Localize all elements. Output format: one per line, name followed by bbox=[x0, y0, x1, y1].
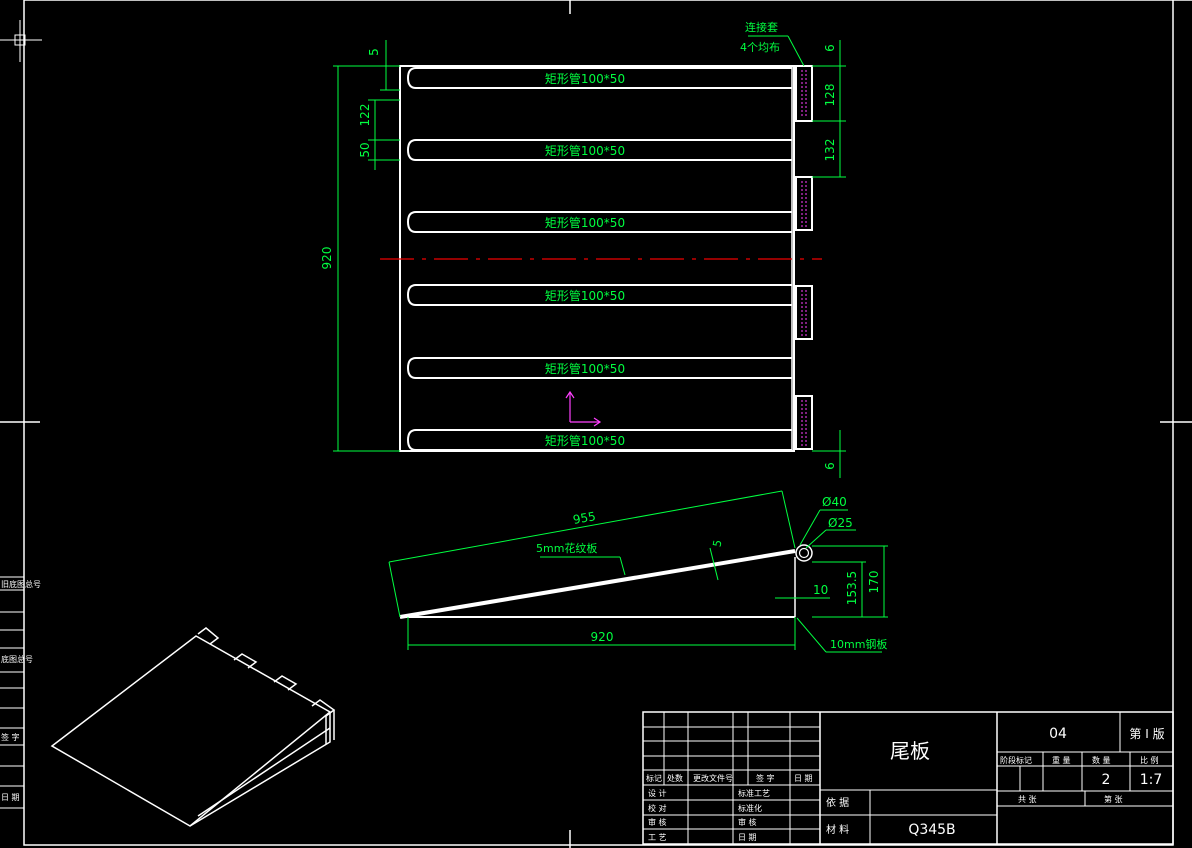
crosshair-cursor-icon bbox=[0, 20, 42, 62]
tube-label-5: 矩形管100*50 bbox=[545, 361, 625, 376]
dim-plate-thk: 5 bbox=[711, 539, 725, 548]
tb-material-label: 材 料 bbox=[826, 823, 849, 836]
side-view: 955 5mm花纹板 5 Ø40 Ø25 10 153.5 170 920 10… bbox=[388, 490, 888, 653]
side-label-3: 日 期 bbox=[1, 793, 20, 802]
side-label-2: 签 字 bbox=[1, 732, 20, 742]
dim-top-gap: 5 bbox=[367, 48, 381, 56]
hinge-pipe-inner bbox=[798, 547, 810, 559]
tube-6 bbox=[406, 429, 792, 451]
tb-c-qty: 数 量 bbox=[1092, 755, 1111, 765]
top-view: 矩形管100*50 矩形管100*50 矩形管100*50 矩形管100*50 矩形管1… bbox=[320, 21, 846, 478]
side-view-dim-text: 955 5mm花纹板 5 Ø40 Ø25 10 153.5 170 920 10… bbox=[536, 495, 887, 651]
tb-h-mark: 标记 bbox=[646, 773, 662, 783]
sheet-version: 第 I 版 bbox=[1129, 727, 1164, 741]
tube-2 bbox=[406, 139, 792, 161]
tube-5 bbox=[406, 357, 792, 379]
hinge-note-1: 连接套 bbox=[745, 21, 778, 34]
tube-label-6: 矩形管100*50 bbox=[545, 433, 625, 448]
title-block bbox=[642, 711, 1174, 845]
top-view-dim-text: 5 122 50 920 6 128 132 6 连接套 4个均布 bbox=[320, 21, 837, 470]
dim-tube-w: 50 bbox=[358, 142, 372, 157]
tb-r-review: 审 核 bbox=[648, 817, 667, 827]
scale-value: 1:7 bbox=[1140, 772, 1163, 788]
title-block-main-text: 尾板 04 第 I 版 Q345B 2 1:7 bbox=[890, 726, 1165, 838]
hinge-2 bbox=[795, 176, 813, 231]
material-value: Q345B bbox=[908, 822, 955, 838]
tube-1 bbox=[406, 67, 792, 89]
tb-r-craft: 标准工艺 bbox=[738, 788, 770, 798]
tb-f-total: 共 张 bbox=[1018, 795, 1037, 804]
part-name: 尾板 bbox=[890, 739, 930, 763]
tube-3 bbox=[406, 211, 792, 233]
dim-hinge-space: 132 bbox=[823, 139, 837, 162]
hinge-3 bbox=[795, 285, 813, 340]
side-label-0: 旧底图总号 bbox=[1, 579, 41, 589]
plate-note: 5mm花纹板 bbox=[536, 541, 597, 555]
tube-group: 矩形管100*50 矩形管100*50 矩形管100*50 矩形管100*50 矩形管1… bbox=[406, 67, 792, 451]
dim-h1: 153.5 bbox=[845, 571, 859, 605]
tb-r-date: 日 期 bbox=[738, 833, 757, 842]
dim-pitch: 122 bbox=[358, 104, 372, 127]
hinge-group bbox=[795, 65, 813, 450]
side-stamp-labels: 旧底图总号 底图总号 签 字 日 期 bbox=[1, 579, 41, 802]
tb-h-change: 更改文件号 bbox=[693, 773, 733, 783]
hinge-pipe-outer bbox=[795, 544, 813, 562]
side-view-dims bbox=[388, 490, 888, 653]
tb-h-count: 处数 bbox=[667, 773, 683, 783]
drawing-no: 04 bbox=[1049, 726, 1067, 742]
tb-r-check: 校 对 bbox=[648, 803, 667, 813]
dim-hinge-len: 128 bbox=[823, 84, 837, 107]
hinge-4 bbox=[795, 395, 813, 450]
dim-pipe-outer: Ø40 bbox=[822, 495, 847, 509]
dim-slope-len: 955 bbox=[572, 509, 597, 527]
tube-label-4: 矩形管100*50 bbox=[545, 288, 625, 303]
tb-h-date: 日 期 bbox=[794, 774, 813, 783]
dim-side-thk: 10 bbox=[813, 583, 828, 597]
isometric-view bbox=[50, 627, 336, 827]
dim-base-len: 920 bbox=[591, 630, 614, 644]
dim-h2: 170 bbox=[867, 571, 881, 594]
dim-height: 920 bbox=[320, 247, 334, 270]
qty-value: 2 bbox=[1102, 772, 1111, 788]
tb-f-page: 第 张 bbox=[1104, 794, 1123, 804]
top-view-dims bbox=[333, 35, 846, 478]
hinge-note-2: 4个均布 bbox=[740, 41, 780, 54]
tb-r-process: 工 艺 bbox=[648, 833, 667, 842]
tube-label-1: 矩形管100*50 bbox=[545, 71, 625, 86]
dim-pipe-inner: Ø25 bbox=[828, 516, 853, 530]
hinge-hatch bbox=[801, 70, 807, 446]
tube-label-2: 矩形管100*50 bbox=[545, 143, 625, 158]
tube-label-3: 矩形管100*50 bbox=[545, 215, 625, 230]
hinge-1 bbox=[795, 65, 813, 122]
tb-c-stage: 阶段标记 bbox=[1000, 755, 1032, 765]
tb-c-weight: 重 量 bbox=[1052, 755, 1071, 765]
tb-r-verify: 审 核 bbox=[738, 817, 757, 827]
side-label-1: 底图总号 bbox=[1, 654, 33, 664]
tb-r-design: 设 计 bbox=[648, 788, 667, 798]
dim-hinge-gap-top: 6 bbox=[823, 44, 837, 52]
tube-4 bbox=[406, 284, 792, 306]
tb-c-scale: 比 例 bbox=[1140, 755, 1159, 765]
side-plate-note: 10mm钢板 bbox=[830, 637, 887, 651]
side-stamp-table bbox=[0, 576, 24, 809]
dim-hinge-gap-bottom: 6 bbox=[823, 462, 837, 470]
tb-basis-label: 依 据 bbox=[826, 796, 849, 809]
title-block-text: 标记 处数 更改文件号 签 字 日 期 设 计 校 对 审 核 工 艺 标准工艺… bbox=[646, 755, 1159, 842]
ucs-axis-icon bbox=[565, 390, 602, 427]
tb-r-std: 标准化 bbox=[738, 803, 762, 813]
tb-h-sign: 签 字 bbox=[756, 773, 775, 783]
